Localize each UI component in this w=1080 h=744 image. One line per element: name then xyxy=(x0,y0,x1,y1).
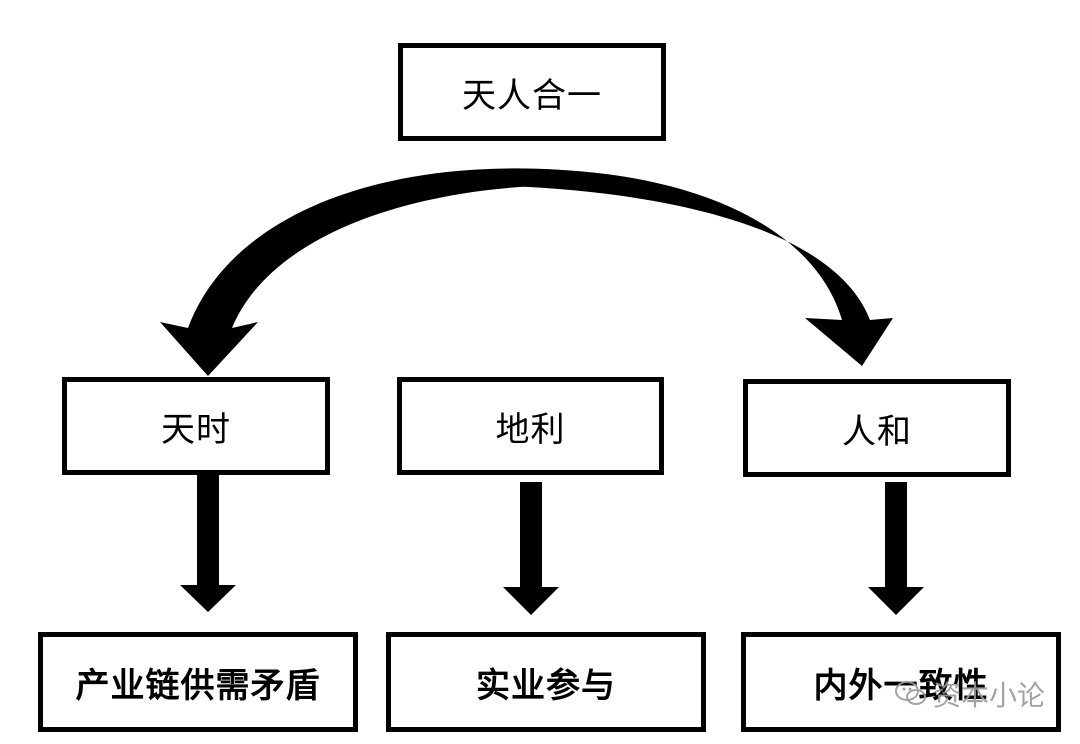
right-node: 人和 xyxy=(743,379,1011,477)
middle-node-label: 地利 xyxy=(495,409,566,450)
arc-arrow-right xyxy=(480,168,893,366)
middle-child-node: 实业参与 xyxy=(386,632,706,732)
right-child-node: 内外一致性 xyxy=(741,632,1061,732)
arc-arrow-left xyxy=(160,168,562,376)
wechat-icon xyxy=(895,681,926,705)
watermark: 资本小论 xyxy=(895,674,1045,714)
left-child-node: 产业链供需矛盾 xyxy=(38,632,358,732)
root-node-label: 天人合一 xyxy=(462,75,602,116)
right-node-label: 人和 xyxy=(842,411,912,452)
root-node: 天人合一 xyxy=(398,43,666,141)
down-arrow-right xyxy=(868,482,924,615)
watermark-text: 资本小论 xyxy=(933,679,1046,712)
middle-node: 地利 xyxy=(397,377,664,475)
left-node-label: 天时 xyxy=(161,409,231,450)
left-child-label: 产业链供需矛盾 xyxy=(75,665,321,706)
left-node: 天时 xyxy=(62,377,330,475)
down-arrow-left xyxy=(180,475,236,612)
down-arrow-middle xyxy=(503,482,559,615)
middle-child-label: 实业参与 xyxy=(476,665,616,706)
